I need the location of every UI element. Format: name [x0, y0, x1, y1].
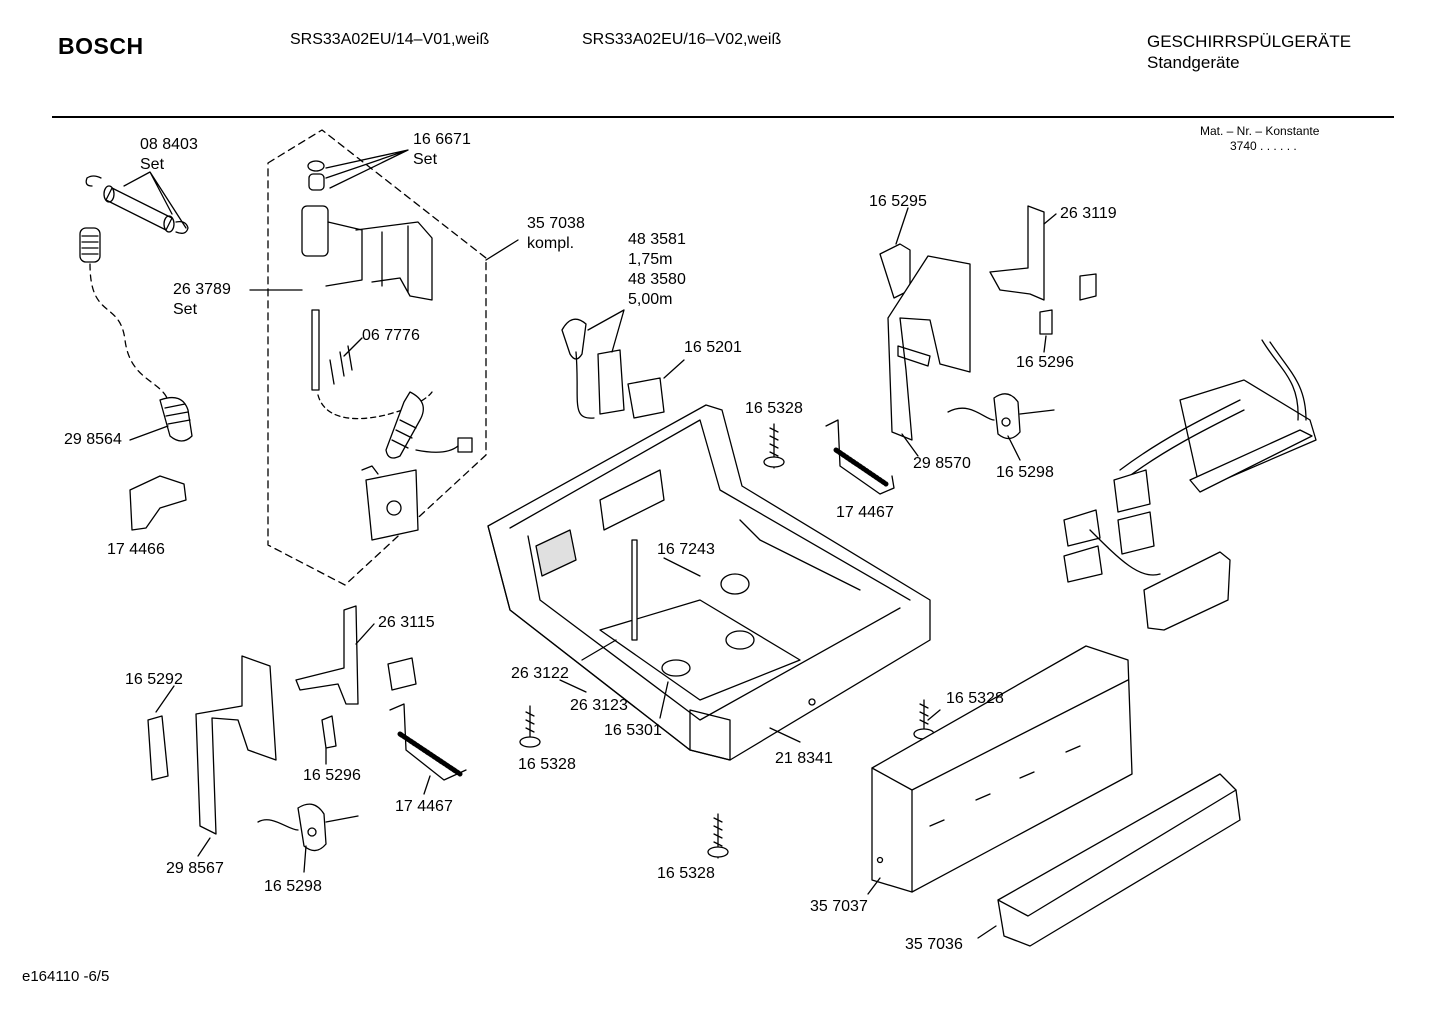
part-label-067776: 06 7776 — [362, 326, 420, 346]
part-label-263115: 26 3115 — [378, 613, 435, 633]
part-label-text: 29 8564 — [64, 431, 122, 448]
part-label-text: 35 7036 — [905, 936, 963, 953]
part-label-text: 35 7038 kompl. — [527, 215, 585, 252]
part-label-218341: 21 8341 — [775, 749, 833, 769]
assembly-boundary — [267, 129, 487, 586]
part-label-text: 17 4467 — [395, 798, 453, 815]
part-label-text: 29 8567 — [166, 860, 224, 877]
part-label-text: 48 3581 1,75m 48 3580 5,00m — [628, 231, 686, 308]
part-label-text: 16 5328 — [518, 756, 576, 773]
part-label-298567: 29 8567 — [166, 859, 224, 879]
part-label-263122: 26 3122 — [511, 664, 569, 684]
part-label-text: 16 5328 — [657, 865, 715, 882]
part-label-165296-b: 16 5296 — [303, 766, 361, 786]
brand-logo: BOSCH — [58, 33, 144, 59]
part-label-text: 16 6671 Set — [413, 131, 471, 168]
part-label-text: 16 5296 — [303, 767, 361, 784]
part-label-165201: 16 5201 — [684, 338, 742, 358]
left-bracket-part — [147, 605, 467, 852]
category-block: GESCHIRRSPÜLGERÄTE Standgeräte — [1147, 31, 1351, 73]
part-label-text: 06 7776 — [362, 327, 420, 344]
base-tub-part — [487, 404, 931, 761]
part-label-text: 17 4467 — [836, 504, 894, 521]
part-label-483581: 48 3581 1,75m 48 3580 5,00m — [628, 230, 686, 310]
part-label-text: 29 8570 — [913, 455, 971, 472]
hose-set-part — [79, 175, 193, 442]
part-label-text: 16 5298 — [264, 878, 322, 895]
part-label-088403: 08 8403 Set — [140, 135, 198, 175]
part-label-357038: 35 7038 kompl. — [527, 214, 585, 254]
part-label-text: 26 3122 — [511, 665, 569, 682]
part-label-174467-a: 17 4467 — [836, 503, 894, 523]
model-number-2: SRS33A02EU/16–V02,weiß — [582, 31, 782, 48]
part-label-text: 35 7037 — [810, 898, 868, 915]
bracket-part — [129, 475, 187, 531]
mat-number-label: Mat. – Nr. – Konstante — [1200, 124, 1320, 138]
valve-assembly-part — [301, 160, 473, 541]
part-label-text: 16 5295 — [869, 193, 927, 210]
drawing-id: e164110 -6/5 — [22, 968, 110, 985]
part-label-167243: 16 7243 — [657, 540, 715, 560]
part-label-text: 16 5298 — [996, 464, 1054, 481]
part-label-text: 17 4466 — [107, 541, 165, 558]
cable-module-part — [561, 318, 665, 419]
part-label-165301: 16 5301 — [604, 721, 662, 741]
leader-lines — [123, 149, 1057, 939]
part-label-174467-b: 17 4467 — [395, 797, 453, 817]
part-label-357037: 35 7037 — [810, 897, 868, 917]
part-label-165298-b: 16 5298 — [264, 877, 322, 897]
part-label-165328-c: 16 5328 — [657, 864, 715, 884]
part-label-text: 26 3789 Set — [173, 281, 231, 318]
part-label-text: 16 5201 — [684, 339, 742, 356]
header-rule — [52, 116, 1394, 118]
part-label-165292: 16 5292 — [125, 670, 183, 690]
part-label-357036: 35 7036 — [905, 935, 963, 955]
part-label-text: 16 7243 — [657, 541, 715, 558]
right-bracket-part — [879, 205, 1097, 441]
part-label-text: 16 5301 — [604, 722, 662, 739]
part-label-298570: 29 8570 — [913, 454, 971, 474]
wiring-harness-part — [1063, 339, 1317, 631]
hinge-spring-part — [825, 419, 895, 495]
part-label-174466: 17 4466 — [107, 540, 165, 560]
part-label-text: 16 5296 — [1016, 354, 1074, 371]
part-label-165328-b: 16 5328 — [518, 755, 576, 775]
part-label-text: 26 3119 — [1060, 205, 1117, 222]
model-number-1: SRS33A02EU/14–V01,weiß — [290, 31, 490, 48]
part-label-text: 26 3123 — [570, 697, 628, 714]
part-label-text: 16 5292 — [125, 671, 183, 688]
part-label-165295: 16 5295 — [869, 192, 927, 212]
part-label-165328-a: 16 5328 — [745, 399, 803, 419]
part-label-text: 16 5328 — [745, 400, 803, 417]
part-label-165298-a: 16 5298 — [996, 463, 1054, 483]
mat-number-value: 3740 . . . . . . — [1230, 139, 1297, 153]
part-label-263789: 26 3789 Set — [173, 280, 231, 320]
part-label-166671: 16 6671 Set — [413, 130, 471, 170]
part-label-text: 16 5328 — [946, 690, 1004, 707]
part-label-165296-a: 16 5296 — [1016, 353, 1074, 373]
part-label-263123: 26 3123 — [570, 696, 628, 716]
part-label-165328-d: 16 5328 — [946, 689, 1004, 709]
part-label-263119: 26 3119 — [1060, 204, 1117, 224]
category-title: GESCHIRRSPÜLGERÄTE — [1147, 32, 1352, 51]
part-label-298564: 29 8564 — [64, 430, 122, 450]
part-label-text: 21 8341 — [775, 750, 833, 767]
part-label-text: 08 8403 Set — [140, 136, 198, 173]
kickplate-part — [871, 645, 1241, 947]
category-subtitle: Standgeräte — [1147, 53, 1240, 72]
part-label-text: 26 3115 — [378, 614, 435, 631]
